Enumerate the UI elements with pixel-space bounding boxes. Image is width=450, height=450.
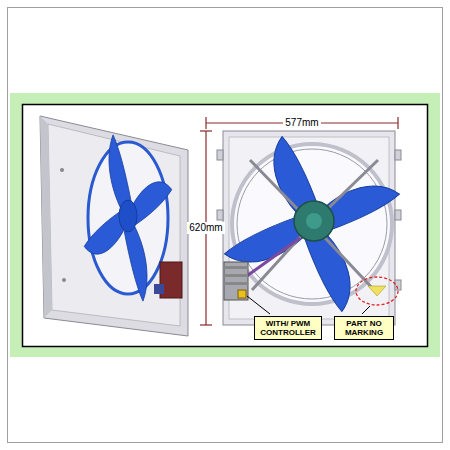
- motor-hub: [294, 201, 334, 241]
- shroud: [223, 131, 395, 325]
- controller-fin: [224, 266, 248, 269]
- tab: [395, 210, 401, 220]
- dimension-label: 577mm: [283, 117, 320, 129]
- callout-text: PART NO MARKING: [338, 319, 390, 337]
- marking-spot: [368, 286, 386, 296]
- controller-fin: [224, 274, 248, 277]
- connector: [154, 284, 164, 294]
- dimension-tick: [200, 324, 212, 325]
- marking-circle: [356, 277, 398, 305]
- pwm-controller: [224, 262, 248, 300]
- fan-assembly-front: [217, 131, 401, 325]
- fan-ring: [232, 144, 392, 304]
- fan-assembly-perspective: [40, 116, 188, 336]
- wire: [244, 238, 300, 278]
- callout-box: PART NO MARKING: [334, 316, 394, 340]
- fan-blades: [224, 136, 400, 312]
- mount-hole: [60, 168, 64, 172]
- tab: [217, 210, 223, 220]
- mount-hole: [62, 278, 66, 282]
- hub: [119, 200, 137, 232]
- fan-ring-inner: [237, 149, 387, 299]
- shroud-edge: [40, 116, 52, 318]
- shroud: [40, 116, 188, 336]
- dimension-label: 620mm: [187, 222, 224, 234]
- controller-fin: [224, 282, 248, 285]
- callout-box: WITH/ PWM CONTROLLER: [254, 316, 322, 340]
- tab: [395, 150, 401, 160]
- fan-blades: [84, 134, 172, 301]
- connector: [238, 290, 246, 298]
- dimension-lines: [200, 117, 398, 325]
- dimension-tick: [205, 117, 206, 129]
- fan-ring: [88, 142, 168, 294]
- support-struts: [250, 160, 378, 292]
- leader-line: [362, 306, 370, 314]
- leader-line: [247, 296, 270, 314]
- fan-blade: [101, 134, 142, 215]
- outer-frame: [8, 8, 443, 443]
- green-band: [10, 93, 440, 357]
- tab: [217, 150, 223, 160]
- dimension-tick: [200, 130, 212, 131]
- image-panel: [23, 105, 428, 347]
- callout-text: WITH/ PWM CONTROLLER: [258, 319, 318, 337]
- hub-cap: [306, 213, 322, 229]
- dimension-tick: [397, 117, 398, 129]
